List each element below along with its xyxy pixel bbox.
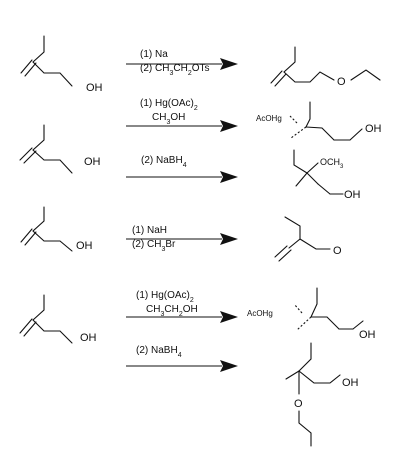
reagent-methanol: CH3OH xyxy=(152,112,185,126)
hydroxyl-label: OH xyxy=(359,329,376,341)
reagent-mercuric-acetate: (1) Hg(OAc)2 xyxy=(140,98,198,112)
starting-alkene-4: OH xyxy=(19,294,97,344)
reaction-arrow xyxy=(126,360,238,372)
hydroxyl-label: OH xyxy=(365,123,382,135)
ethyl-ether-product: O OH xyxy=(285,342,359,447)
reagent-sodium-borohydride: (2) NaBH4 xyxy=(136,345,182,359)
ether-oxygen-label: O xyxy=(333,245,342,257)
starting-alkene-3: OH xyxy=(20,206,93,252)
hydroxyl-label: OH xyxy=(342,377,359,389)
reagent-na: (1) Na xyxy=(140,49,168,60)
reaction-arrow xyxy=(126,171,238,183)
reaction-arrow xyxy=(126,233,238,245)
starting-alkene-1: OH xyxy=(20,35,103,94)
ether-product-1: O xyxy=(270,46,381,88)
reaction-arrow xyxy=(126,120,238,132)
ether-product-2: O xyxy=(274,216,342,262)
reagent-ethyl-tosylate: (2) CH3CH2OTs xyxy=(140,63,210,77)
reagent-mercuric-acetate: (1) Hg(OAc)2 xyxy=(136,290,194,304)
acetoxymercury-label: AcOHg xyxy=(256,114,282,123)
ether-oxygen-label: O xyxy=(337,76,346,88)
reaction-arrow xyxy=(126,58,238,70)
hydroxyl-label: OH xyxy=(86,82,103,94)
reagent-sodium-borohydride: (2) NaBH4 xyxy=(141,155,187,169)
hydroxyl-label: OH xyxy=(80,332,97,344)
acetoxymercury-label: AcOHg xyxy=(247,309,273,318)
reagent-sodium-hydride: (1) NaH xyxy=(132,225,167,236)
organomercury-intermediate-2: AcOHg OH xyxy=(247,287,376,341)
ether-oxygen-label: O xyxy=(294,398,303,410)
methoxy-label: OCH3 xyxy=(320,157,344,170)
starting-alkene-2: OH xyxy=(19,124,101,174)
organomercury-intermediate-1: AcOHg OH xyxy=(256,101,382,141)
hydroxyl-label: OH xyxy=(344,189,361,201)
reaction-arrow xyxy=(126,311,238,323)
reagent-ethanol: CH3CH2OH xyxy=(146,304,198,318)
hydroxyl-label: OH xyxy=(84,156,101,168)
reagent-methyl-bromide: (2) CH3Br xyxy=(132,239,176,253)
methyl-ether-product: OCH3 OH xyxy=(293,149,361,201)
hydroxyl-label: OH xyxy=(76,240,93,252)
